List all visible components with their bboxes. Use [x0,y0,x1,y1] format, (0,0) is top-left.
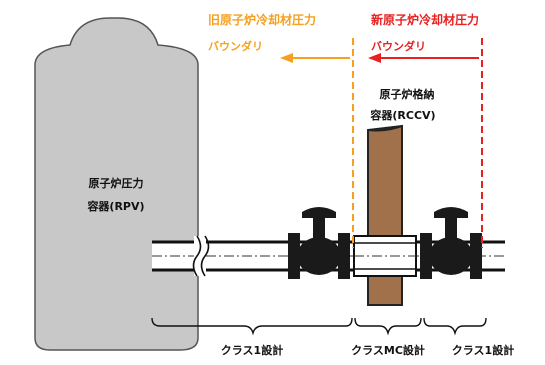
valve-icon [288,207,350,279]
brace-class-mc [354,317,422,336]
brace-class1-right [423,317,487,336]
old-boundary-label-line1: 旧原子炉冷却材圧力 [208,12,316,27]
class1-left-label: クラス1設計 [221,343,283,357]
arrow-left-icon [280,53,350,63]
rccv-label-line1: 原子炉格納 [380,87,435,101]
valve-icon [420,207,482,279]
class-mc-label: クラスMC設計 [351,343,425,357]
class1-right-label: クラス1設計 [452,343,514,357]
penetration-sleeve [353,235,417,277]
arrow-left-icon [368,53,479,63]
new-boundary-label-line2: バウンダリ [371,39,426,53]
old-boundary-label-line2: バウンダリ [208,39,263,53]
rccv-wall [367,124,403,306]
brace-class1-left [151,317,353,336]
pipe-break-icon [192,235,210,277]
rccv-label-line2: 容器(RCCV) [369,108,435,122]
new-boundary-label-line1: 新原子炉冷却材圧力 [371,12,479,27]
rpv-label-line2: 容器(RPV) [86,199,144,213]
rpv-label-line1: 原子炉圧力 [89,176,144,190]
